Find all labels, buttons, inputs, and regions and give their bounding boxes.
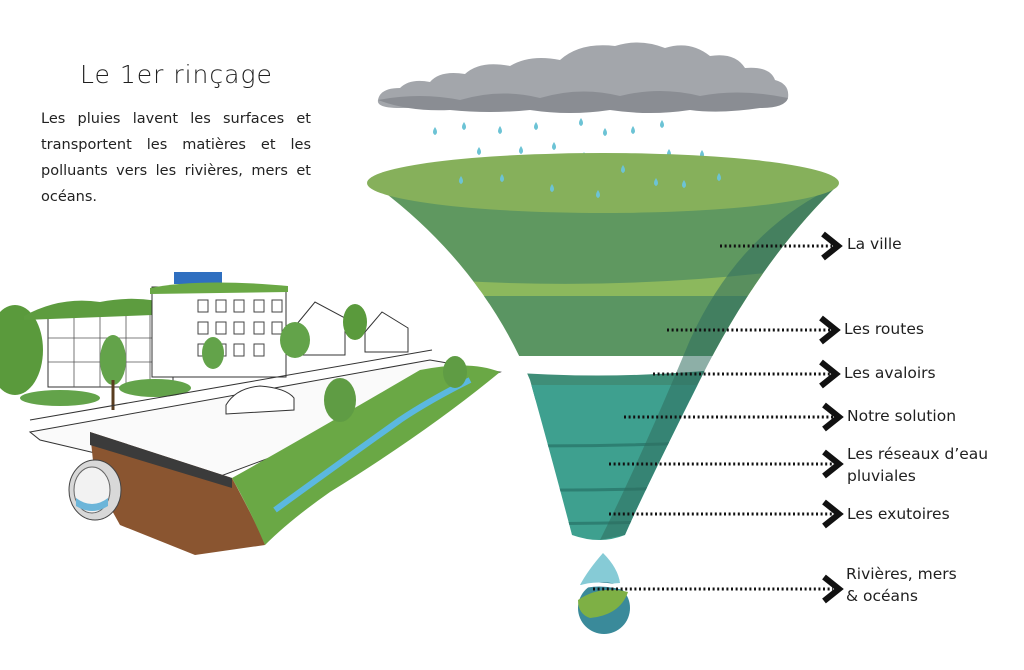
label-rivieres-line1: Rivières, mers: [846, 565, 957, 583]
rain-drops-icon: [433, 118, 704, 160]
label-la-ville: La ville: [847, 235, 902, 253]
page-title: Le 1er rinçage: [80, 60, 273, 89]
rain-drops-icon: [459, 165, 721, 198]
label-rivieres-line2: & océans: [846, 587, 918, 605]
label-les-avaloirs: Les avaloirs: [844, 364, 936, 382]
label-les-exutoires: Les exutoires: [847, 505, 950, 523]
label-notre-solution: Notre solution: [847, 407, 957, 425]
label-reseaux-line2: pluviales: [847, 467, 916, 485]
connector-arrows: [593, 231, 844, 604]
label-reseaux-eau-pluviales: Les réseaux d’eau pluviales: [847, 443, 988, 487]
cloud-icon: [377, 42, 789, 113]
label-reseaux-line1: Les réseaux d’eau: [847, 445, 989, 463]
water-drop-logo-icon: [577, 553, 631, 634]
label-les-routes: Les routes: [844, 320, 924, 338]
description-text: Les pluies lavent les surfaces et transp…: [41, 111, 311, 205]
funnel-icon: [367, 153, 839, 540]
label-rivieres-mers-oceans: Rivières, mers & océans: [846, 563, 957, 607]
city-illustration: [0, 272, 502, 555]
